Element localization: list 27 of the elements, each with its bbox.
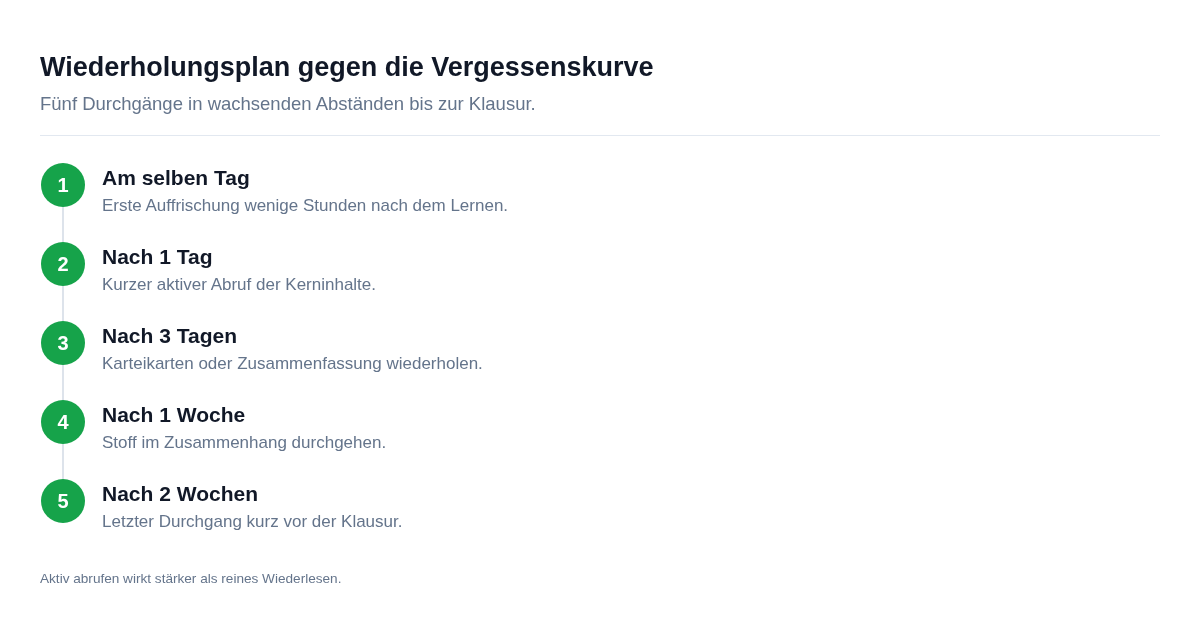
footnote: Aktiv abrufen wirkt stärker als reines Wiederlesen.	[40, 570, 342, 588]
connector-line	[62, 206, 64, 243]
step-description: Kurzer aktiver Abruf der Kerninhalte.	[102, 275, 377, 295]
step-circle	[41, 400, 85, 444]
step-circle	[41, 163, 85, 207]
step-number: 5	[57, 489, 69, 513]
subtitle: Fünf Durchgänge in wachsenden Abständen bis zur Klausur.	[40, 93, 536, 115]
step-number: 3	[57, 331, 69, 355]
step-heading: Am selben Tag	[102, 165, 250, 191]
step-number: 2	[57, 252, 69, 276]
step-heading: Nach 3 Tagen	[102, 323, 237, 349]
connector-line	[62, 285, 64, 322]
step-heading: Nach 1 Woche	[102, 402, 246, 428]
step-description: Erste Auffrischung wenige Stunden nach dem Lernen.	[102, 196, 509, 216]
connector-line	[62, 364, 64, 401]
step-heading: Nach 2 Wochen	[102, 481, 258, 507]
diagram-title: Wiederholungsplan gegen die Vergessenskurve	[40, 51, 654, 84]
step-circle	[41, 321, 85, 365]
step-description: Letzter Durchgang kurz vor der Klausur.	[102, 512, 403, 532]
step-heading: Nach 1 Tag	[102, 244, 213, 270]
step-circle	[41, 242, 85, 286]
step-number: 1	[57, 173, 69, 197]
connector-line	[62, 443, 64, 480]
step-circle	[41, 479, 85, 523]
step-description: Stoff im Zusammenhang durchgehen.	[102, 433, 387, 453]
step-description: Karteikarten oder Zusammenfassung wiederholen.	[102, 354, 483, 374]
step-number: 4	[57, 410, 69, 434]
